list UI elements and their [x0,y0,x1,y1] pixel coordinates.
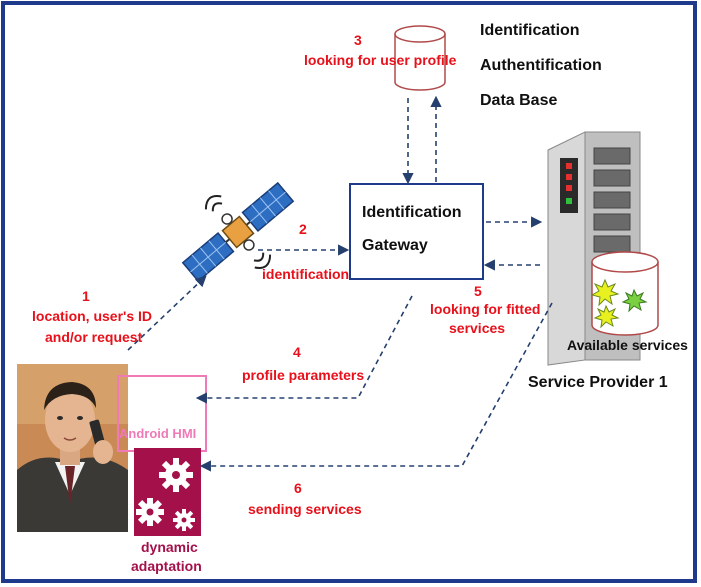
step-5-number: 5 [474,283,482,299]
available-services-label: Available services [567,337,688,353]
database-label-line: Identification [480,22,580,39]
gateway-label-line: Identification [362,204,462,221]
satellite-icon [181,181,295,283]
gateway-box [349,183,484,280]
android-hmi-label: Android HMI [119,426,197,441]
gear-icon [173,509,195,531]
dynamic-adaptation-label: dynamic [141,539,198,555]
step-1-number: 1 [82,288,90,304]
database-cylinder [394,25,446,91]
step-5-label: services [449,320,506,336]
step-1-label: location, user's ID [32,308,153,324]
gear-icon [159,458,193,492]
step-2-label: identification [262,266,350,282]
database-label-line: Data Base [480,92,558,109]
step-4-label: profile parameters [242,367,365,383]
gear-panel [134,448,201,536]
starburst-icon [621,288,648,313]
gear-icon [136,498,164,526]
service-provider-label: Service Provider 1 [528,374,668,391]
step-2-number: 2 [299,221,307,237]
step-3-label: looking for user profile [304,52,457,68]
starburst-icon [593,304,620,329]
step-4-number: 4 [293,344,301,360]
arrow-step-4 [195,295,413,404]
gateway-label-line: Gateway [362,237,428,254]
database-label-line: Authentification [480,57,602,74]
arrows [127,95,553,472]
step-6-label: sending services [248,501,362,517]
step-1-label: and/or request [45,329,143,345]
step-3-number: 3 [354,32,362,48]
step-6-number: 6 [294,480,302,496]
step-5-label: looking for fitted [430,301,541,317]
user-photo [17,364,128,532]
starburst-icon [590,278,620,307]
dynamic-adaptation-label: adaptation [131,558,202,574]
